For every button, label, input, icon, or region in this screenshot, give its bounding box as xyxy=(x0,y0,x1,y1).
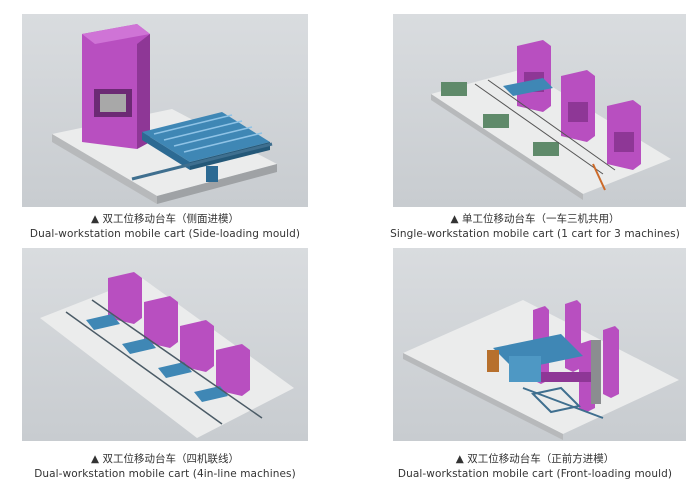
caption-en: Dual-workstation mobile cart (Front-load… xyxy=(397,468,673,480)
front-loading-illustration xyxy=(403,300,679,440)
image-panel-side-loading xyxy=(22,14,308,207)
caption-en: Dual-workstation mobile cart (4in-line m… xyxy=(34,468,296,480)
caption-zh: ▲ 双工位移动台车（正前方进模） xyxy=(455,453,615,465)
image-panel-single-workstation xyxy=(393,14,686,207)
caption-side-loading: ▲ 双工位移动台车（侧面进模） Dual-workstation mobile … xyxy=(0,212,330,242)
image-panel-front-loading xyxy=(393,248,686,441)
image-panel-four-in-line xyxy=(22,248,308,441)
single-workstation-illustration xyxy=(431,40,671,200)
side-loading-illustration xyxy=(52,24,277,204)
caption-four-in-line: ▲ 双工位移动台车（四机联线） Dual-workstation mobile … xyxy=(0,452,330,482)
caption-en: Dual-workstation mobile cart (Side-loadi… xyxy=(29,228,301,240)
caption-front-loading: ▲ 双工位移动台车（正前方进模） Dual-workstation mobile… xyxy=(370,452,700,482)
caption-en: Single-workstation mobile cart (1 cart f… xyxy=(390,228,680,240)
four-in-line-illustration xyxy=(40,272,294,438)
caption-zh: ▲ 双工位移动台车（四机联线） xyxy=(91,453,239,465)
caption-single-workstation: ▲ 单工位移动台车（一车三机共用） Single-workstation mob… xyxy=(370,212,700,242)
caption-zh: ▲ 单工位移动台车（一车三机共用） xyxy=(450,213,620,225)
caption-zh: ▲ 双工位移动台车（侧面进模） xyxy=(91,213,239,225)
